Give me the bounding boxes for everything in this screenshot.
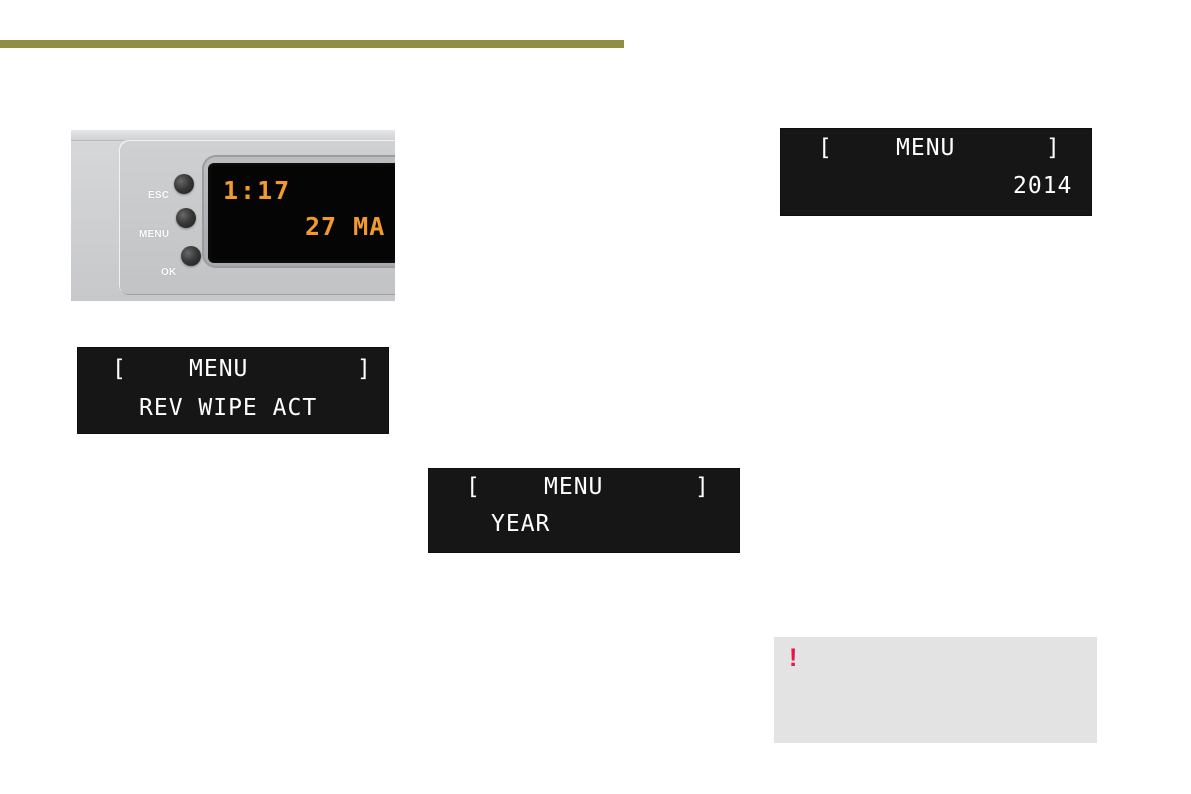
esc-button[interactable]: [174, 174, 194, 194]
menu-left-bracket: [: [112, 356, 127, 382]
ok-button[interactable]: [181, 246, 201, 266]
menu-button[interactable]: [176, 208, 196, 228]
menu-right-bracket: ]: [357, 356, 372, 382]
control-panel-photo: ESC MENU OK 1:17 27 MA: [71, 130, 395, 301]
menu-display-year: [ MENU ] YEAR: [428, 468, 740, 553]
top-accent-rule: [0, 40, 624, 48]
esc-button-label: ESC: [148, 190, 170, 201]
menu-title-text: MENU: [189, 356, 249, 382]
warning-icon: !: [789, 644, 798, 672]
menu-title-text: MENU: [544, 474, 604, 500]
menu-right-bracket: ]: [695, 474, 710, 500]
panel-lcd-screen: [208, 163, 395, 263]
menu-right-bracket: ]: [1046, 135, 1061, 161]
menu-left-bracket: [: [466, 474, 481, 500]
panel-date-readout: 27 MA: [305, 212, 386, 241]
menu-value-text: YEAR: [491, 511, 551, 537]
menu-value-text: REV WIPE ACT: [139, 395, 318, 421]
menu-title-text: MENU: [896, 135, 956, 161]
menu-left-bracket: [: [818, 135, 833, 161]
menu-display-2014: [ MENU ] 2014: [780, 128, 1092, 216]
warning-box: !: [774, 637, 1097, 743]
menu-display-rev-wipe-act: [ MENU ] REV WIPE ACT: [77, 347, 389, 434]
ok-button-label: OK: [161, 267, 177, 278]
menu-button-label: MENU: [139, 229, 170, 240]
panel-time-readout: 1:17: [223, 176, 292, 205]
menu-value-text: 2014: [1013, 173, 1073, 199]
